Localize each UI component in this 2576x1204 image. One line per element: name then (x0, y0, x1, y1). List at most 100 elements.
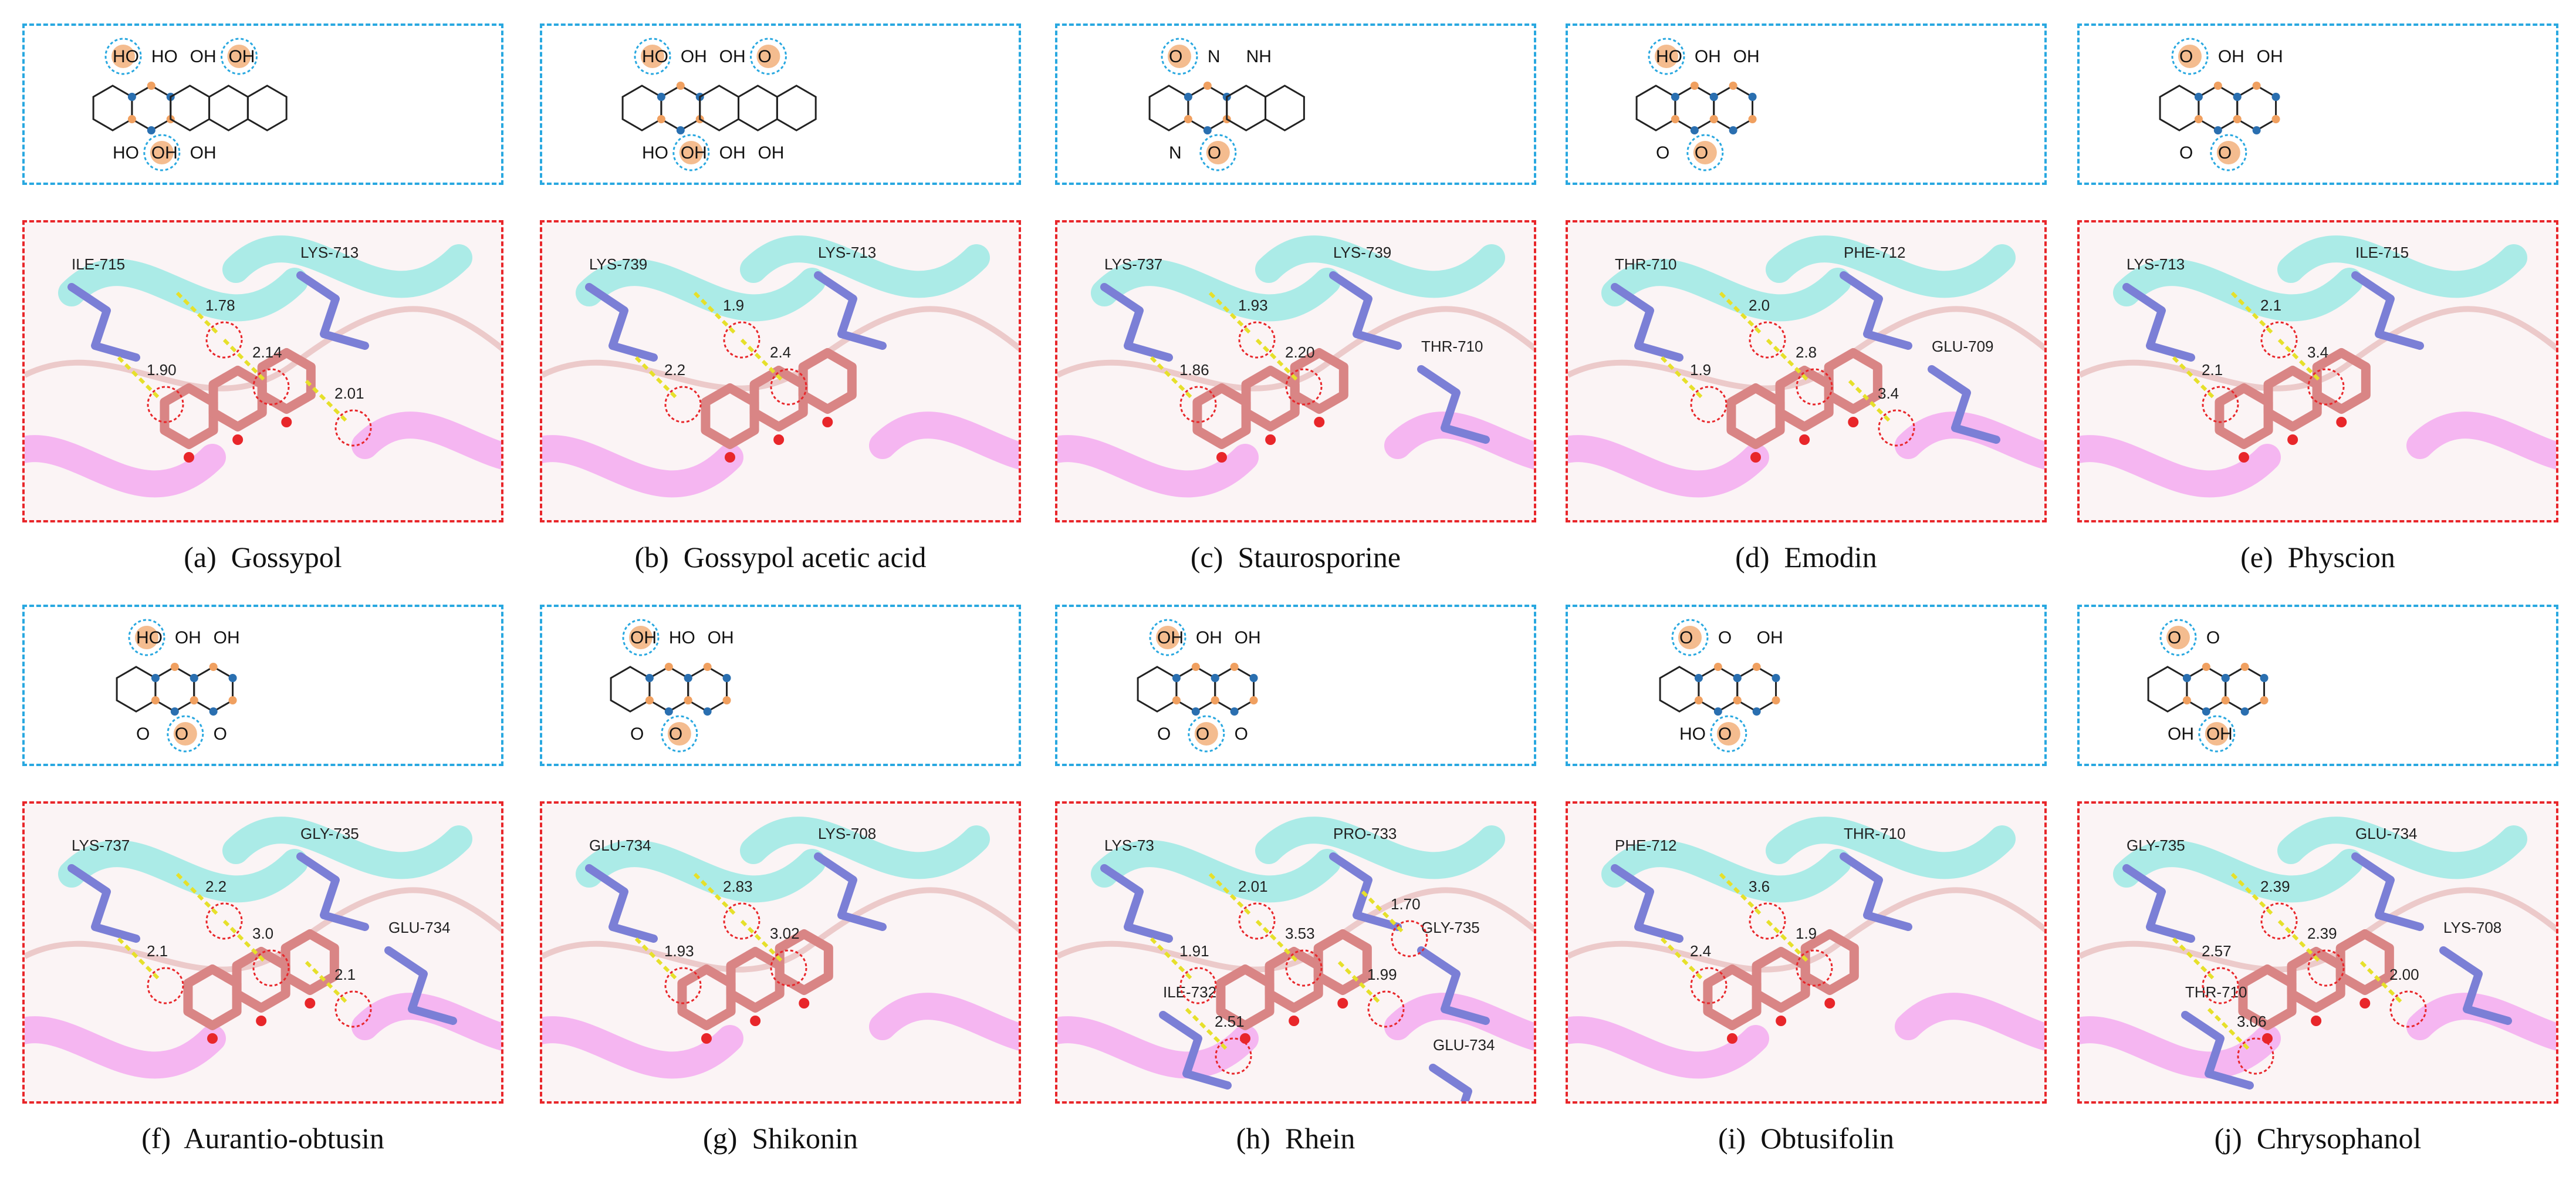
chem-highlight-atom (2233, 93, 2242, 101)
chem-ring (2159, 85, 2200, 131)
ligand-ring (1703, 964, 1762, 1030)
chem-highlight-group (667, 722, 691, 746)
ligand-oxygen (822, 417, 833, 427)
beta-sheet-ribbon (1895, 993, 2044, 1051)
chem-ring (660, 85, 701, 131)
chem-ring (92, 85, 133, 131)
chem-highlight-atom (664, 663, 673, 671)
interaction-circle (2389, 990, 2427, 1028)
interaction-circle (1749, 321, 1786, 359)
alpha-helix-ribbon (1255, 235, 1505, 298)
panel-letter: (h) (1236, 1122, 1270, 1155)
residue-label: LYS-737 (72, 837, 130, 854)
chem-highlight-atom (147, 126, 155, 134)
chem-highlight-group (2178, 45, 2202, 68)
chem-highlight-atom (722, 696, 731, 704)
residue-sticks (814, 271, 887, 350)
interaction-circle (334, 409, 372, 447)
protein-coil (542, 887, 1019, 973)
chem-highlight-atom (127, 93, 136, 101)
panel-letter: (b) (634, 541, 669, 574)
chem-highlight-atom (1211, 674, 1219, 682)
chem-atom-label: OH (719, 47, 746, 66)
chem-highlight-atom (2233, 115, 2242, 123)
ligand-ring (726, 947, 785, 1013)
residue-sticks (1611, 283, 1683, 362)
chem-atom-label: HO (113, 47, 139, 66)
ligand-oxygen (2287, 434, 2298, 445)
chem-highlight-atom (190, 674, 198, 682)
hbond-distance-label: 1.99 (1367, 966, 1397, 983)
interaction-circle (664, 967, 702, 1004)
chem-highlight-atom (170, 707, 179, 716)
chem-highlight-atom (1690, 126, 1699, 134)
chem-atom-label: O (175, 724, 188, 744)
alpha-helix-ribbon (1091, 840, 1341, 903)
compound-name: Physcion (2287, 541, 2395, 574)
chem-ring (1214, 666, 1255, 713)
residue-label: LYS-739 (1333, 244, 1391, 261)
chem-atom-label: OH (2257, 47, 2283, 66)
hbond-distance-label: 2.00 (2389, 966, 2419, 983)
residue-label: LYS-713 (2127, 255, 2185, 273)
chem-atom-label: OH (1757, 628, 1783, 647)
beta-sheet-ribbon (2406, 412, 2556, 470)
chem-atom-label: OH (758, 143, 784, 163)
compound-name: Gossypol (231, 541, 342, 574)
docking-pose-render: GLY-735GLU-734LYS-708THR-7102.392.392.57… (2080, 817, 2556, 1090)
protein-coil (1057, 306, 1534, 392)
chem-atom-label: O (669, 724, 682, 744)
chem-ring (1635, 85, 1676, 131)
hbond-distance-label: 1.9 (1690, 361, 1711, 379)
chem-interaction-circle (1648, 38, 1685, 75)
ligand-oxygen (1337, 998, 1348, 1009)
chem-highlight-atom (657, 93, 665, 101)
chem-ring (687, 666, 728, 713)
residue-sticks (1840, 852, 1912, 931)
hbond-distance-label: 1.70 (1391, 895, 1421, 913)
chem-atom-label: OH (2218, 47, 2244, 66)
beta-sheet-ribbon (869, 412, 1019, 470)
interaction-circle (1238, 321, 1276, 359)
chem-atom-label: O (2218, 143, 2232, 163)
residue-label: THR-710 (1421, 338, 1483, 355)
residue-label: LYS-713 (818, 244, 876, 261)
residue-label: ILE-732 (1163, 983, 1216, 1001)
hbond-distance-label: 3.4 (1878, 385, 1899, 402)
residue-label: GLU-734 (1433, 1036, 1495, 1054)
ligand-ring (1726, 383, 1785, 449)
residue-sticks (1159, 1011, 1232, 1090)
ligand-oxygen (1824, 998, 1835, 1009)
residue-sticks (67, 864, 140, 943)
hbond-distance-label: 2.0 (1749, 296, 1770, 314)
chem-highlight-atom (2194, 115, 2203, 123)
panel-caption: (i) Obtusifolin (1566, 1121, 2047, 1155)
panel-caption: (b) Gossypol acetic acid (540, 540, 1021, 574)
chem-highlight-group (1168, 45, 1191, 68)
alpha-helix-ribbon (58, 259, 308, 322)
interaction-circle (1796, 949, 1833, 987)
residue-label: GLU-734 (589, 837, 651, 854)
chem-highlight-atom (1211, 696, 1219, 704)
hbond-distance-label: 2.4 (1690, 942, 1711, 960)
chem-atom-label: O (2206, 628, 2220, 647)
ligand-oxygen (1799, 434, 1810, 445)
alpha-helix-ribbon (740, 817, 990, 879)
chem-atom-label: O (1169, 47, 1182, 66)
residue-sticks (1417, 946, 1490, 1025)
chem-ring (2186, 666, 2227, 713)
ligand-oxygen (256, 1016, 267, 1026)
caption-spacer (2242, 1122, 2257, 1155)
chem-highlight-atom (2260, 696, 2269, 704)
alpha-helix-ribbon (740, 235, 990, 298)
chem-highlight-group (227, 45, 251, 68)
beta-sheet-ribbon (1895, 412, 2044, 470)
